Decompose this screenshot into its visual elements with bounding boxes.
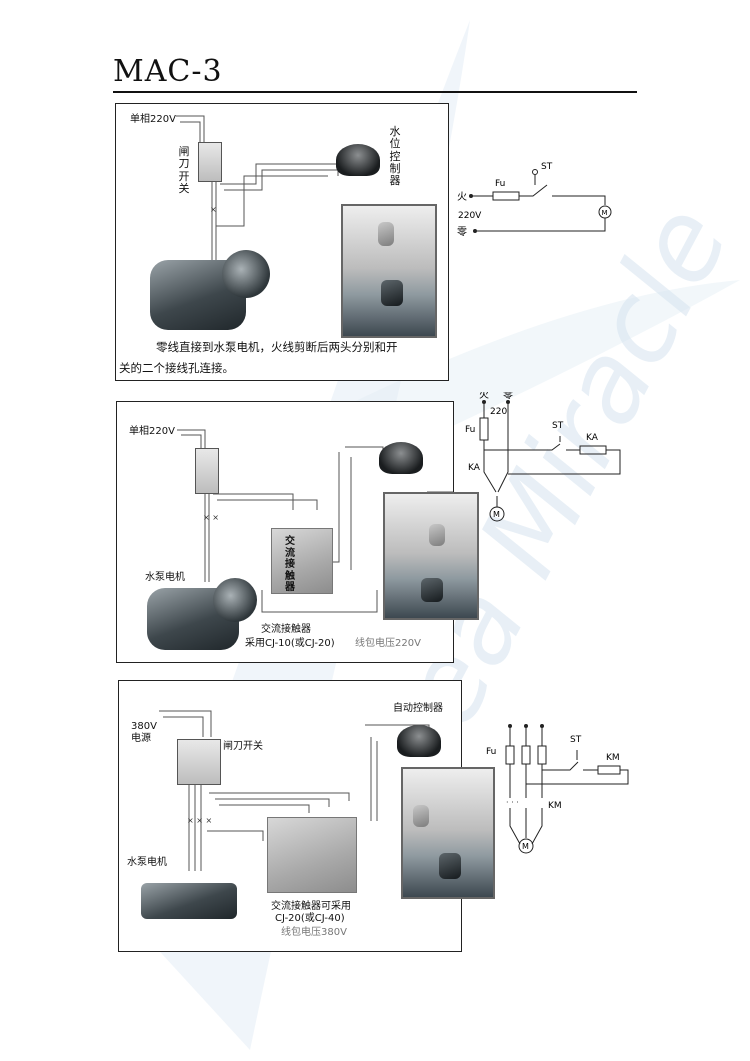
wiring-panel-2: × × 单相220V 交流接触器 水泵电机 交流接触器 采用CJ-10(或CJ-… xyxy=(116,401,479,663)
switch-label-3: 闸刀开关 xyxy=(223,741,263,752)
relay-label: KA xyxy=(586,433,599,443)
contact-label: KA xyxy=(468,463,481,473)
fuse-label-3: Fu xyxy=(486,747,496,757)
motor-label-3: M xyxy=(522,842,529,851)
knife-switch xyxy=(198,142,222,182)
circuit-diagram-2: 火 零 220 Fu ST KA KA M xyxy=(465,392,621,522)
contactor-label: 交流接触器 xyxy=(261,624,311,635)
float-ball-2 xyxy=(421,578,443,602)
contact-label-3: KM xyxy=(548,801,562,811)
water-tank-3 xyxy=(401,767,495,899)
float-ball xyxy=(381,280,403,306)
caption-line-1: 零线直接到水泵电机，火线剪断后两头分别和开 xyxy=(156,340,398,354)
power-label-source: 电源 xyxy=(131,733,151,744)
pump-label-3: 水泵电机 xyxy=(127,857,167,868)
pump-label-2: 水泵电机 xyxy=(145,572,185,583)
motor-label-2: M xyxy=(493,510,500,519)
pump-motor-3 xyxy=(141,883,237,919)
svg-text:× × ×: × × × xyxy=(187,816,212,825)
power-label: 单相220V xyxy=(130,114,176,125)
title-rule xyxy=(113,91,637,93)
svg-text:×: × xyxy=(210,205,217,214)
switch-label-st-2: ST xyxy=(552,421,564,431)
contactor-model: 采用CJ-10(或CJ-20) xyxy=(245,638,335,649)
circuit-diagram-3: · · · Fu ST KM KM M xyxy=(486,724,629,854)
caption-line-2: 关的二个接线孔连接。 xyxy=(119,361,234,375)
float-top-2 xyxy=(429,524,445,546)
water-level-controller-2 xyxy=(379,442,423,474)
contactor-body-text: 交流接触器 xyxy=(285,536,295,593)
wiring-panel-3: × × × 380V 电源 闸刀开关 自动控制器 水泵电机 交流接触器可采用 C… xyxy=(118,680,495,952)
water-level-controller xyxy=(336,144,380,176)
ac-contactor xyxy=(271,528,333,594)
voltage-label: 220V xyxy=(458,211,482,221)
controller-label-3: 自动控制器 xyxy=(393,703,443,714)
live-label-2: 火 xyxy=(479,392,489,401)
circuit-diagram-1: 火 Fu 220V 零 ST M xyxy=(457,162,612,238)
water-level-controller-3 xyxy=(397,725,441,757)
wiring-panel-1: × 单相220V 闸刀开关 水位控制器 零线直接到水泵电机，火线剪断后两头分别和… xyxy=(115,103,449,381)
contactor-line-1: 交流接触器可采用 xyxy=(271,901,351,912)
fuse-label-2: Fu xyxy=(465,425,475,435)
neutral-label-2: 零 xyxy=(503,392,513,401)
svg-text:· · ·: · · · xyxy=(506,798,519,807)
contactor-line-2: CJ-20(或CJ-40) xyxy=(275,913,345,924)
svg-text:× ×: × × xyxy=(203,513,219,522)
float-top xyxy=(378,222,394,246)
motor-label: M xyxy=(602,209,608,217)
page-title: MAC-3 xyxy=(113,54,223,89)
power-label-2: 单相220V xyxy=(129,426,175,437)
coil-label-3: KM xyxy=(606,753,620,763)
fuse-label: Fu xyxy=(495,179,505,189)
switch-label-st-3: ST xyxy=(570,735,582,745)
live-label: 火 xyxy=(457,191,467,203)
switch-label-st: ST xyxy=(541,162,553,172)
knife-switch-2 xyxy=(195,448,219,494)
coil-voltage-2: 线包电压220V xyxy=(355,638,421,649)
controller-label: 水位控制器 xyxy=(389,125,401,188)
float-ball-3 xyxy=(439,853,461,879)
float-top-3 xyxy=(413,805,429,827)
switch-label: 闸刀开关 xyxy=(178,145,190,195)
power-label-380: 380V xyxy=(131,721,157,732)
voltage-label-2: 220 xyxy=(490,407,507,417)
pump-head xyxy=(222,250,270,298)
knife-switch-3 xyxy=(177,739,221,785)
neutral-label: 零 xyxy=(457,226,467,238)
coil-voltage-3: 线包电压380V xyxy=(281,927,347,938)
pump-head-2 xyxy=(213,578,257,622)
ac-contactor-3 xyxy=(267,817,357,893)
panel3-wires: × × × xyxy=(159,710,430,871)
